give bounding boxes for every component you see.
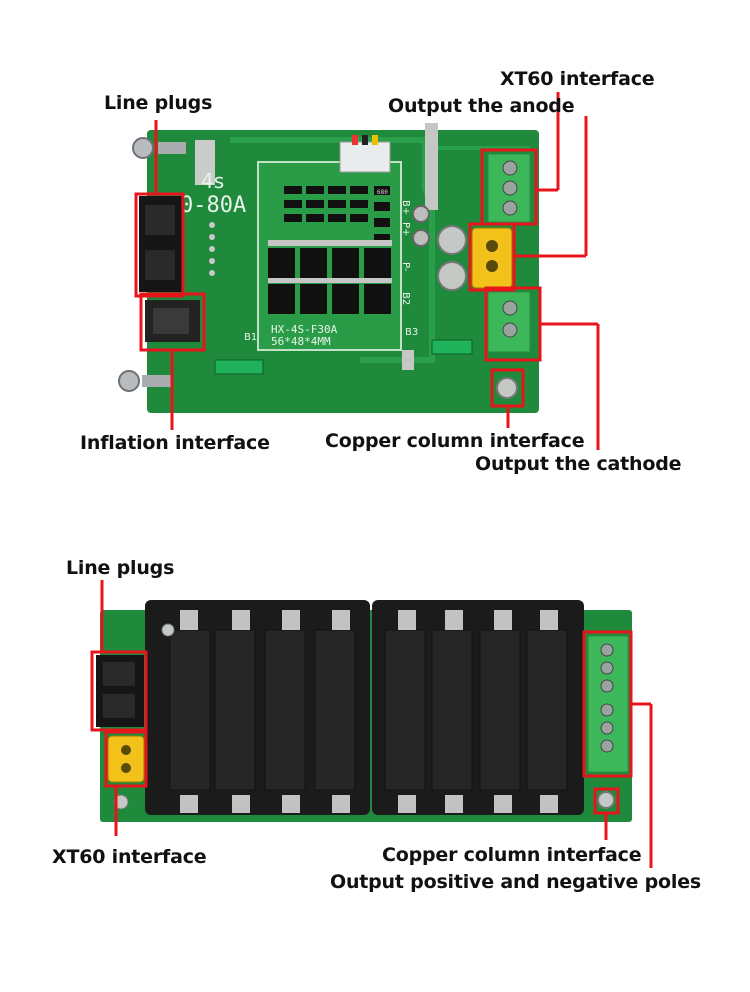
pin-header (209, 222, 215, 276)
copper-column-mount (496, 377, 518, 399)
pad-label-text: P- (400, 262, 411, 272)
callouts-top (134, 92, 600, 450)
bms-module (257, 135, 402, 351)
jumper-wire (214, 359, 264, 375)
bms-board-top: 4s 0-80A HX-4S-F30A 56*48*4MM B+ P+ P- B… (118, 123, 539, 413)
battery-holder-right (372, 600, 584, 815)
terminal-block-output (587, 635, 629, 773)
label-xt60-top: XT60 interface (500, 68, 655, 90)
callout-box-xt60-bottom (104, 730, 148, 788)
jumper-wire (431, 339, 473, 355)
resistor-code-text: 680 (377, 189, 388, 196)
battery-holder-left (145, 600, 370, 815)
label-output-anode: Output the anode (388, 95, 575, 117)
copper-column-hole (437, 225, 467, 255)
pad-label-text: P+ (400, 222, 411, 236)
pad-label-text: B2 (400, 292, 411, 305)
copper-column-hole (437, 261, 467, 291)
silk-cells-text: 4s (201, 169, 224, 193)
callout-box-line-plugs (134, 192, 185, 298)
label-output-poles: Output positive and negative poles (330, 871, 701, 893)
screw-icon (132, 137, 186, 159)
xt60-connector-bottom (107, 735, 145, 783)
xt60-connector-top (471, 227, 513, 289)
label-xt60-bottom: XT60 interface (52, 846, 207, 868)
silk-current-text: 0-80A (180, 193, 246, 218)
label-line-plugs-bottom: Line plugs (66, 557, 175, 579)
screw-icon (118, 370, 172, 392)
pad-label-text: B1 (244, 332, 257, 343)
solder-strip (195, 140, 215, 185)
balance-connector (339, 141, 391, 173)
label-copper-column-top: Copper column interface (325, 430, 585, 452)
solder-strip (425, 123, 438, 210)
callout-box-line-plugs-bottom (90, 650, 148, 732)
copper-column-mount-bottom (597, 791, 615, 809)
label-inflation-interface: Inflation interface (80, 432, 270, 454)
label-copper-column-bottom: Copper column interface (382, 844, 642, 866)
bms-size-text: 56*48*4MM (271, 335, 331, 348)
label-line-plugs-top: Line plugs (104, 92, 213, 114)
battery-holder-board (96, 600, 632, 822)
terminal-block-anode (487, 153, 531, 223)
callouts-bottom (90, 580, 653, 868)
terminal-block-cathode (487, 291, 531, 353)
label-output-cathode: Output the cathode (475, 453, 682, 475)
pad-label-text: B+ (400, 200, 411, 215)
pad-label-text: B3 (405, 327, 418, 338)
bms-model-text: HX-4S-F30A (271, 323, 338, 336)
